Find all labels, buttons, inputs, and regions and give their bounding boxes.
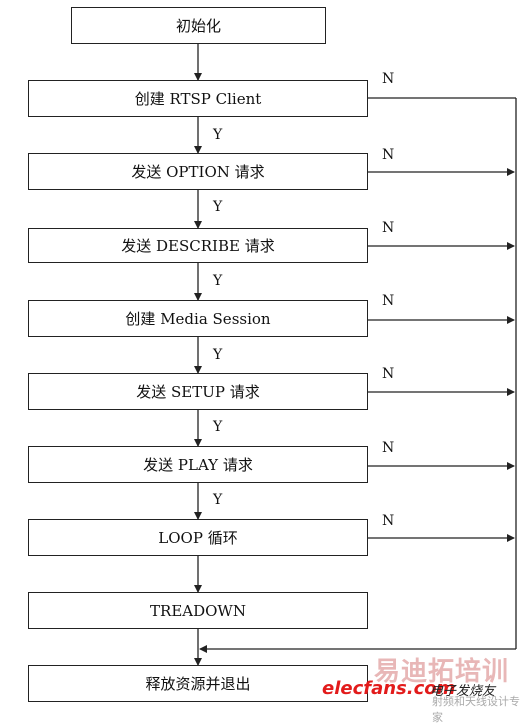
no-label-1: N	[382, 71, 395, 87]
yes-label-4: Y	[213, 347, 223, 363]
step-send-describe-label: 发送 DESCRIBE 请求	[121, 237, 275, 255]
step-send-play-label: 发送 PLAY 请求	[143, 456, 253, 474]
yes-label-6: Y	[213, 492, 223, 508]
yes-label-3: Y	[213, 273, 223, 289]
step-release-box: 释放资源并退出	[28, 665, 368, 702]
step-loop-box: LOOP 循环	[28, 519, 368, 556]
step-create-client-box: 创建 RTSP Client	[28, 80, 368, 117]
step-send-setup-label: 发送 SETUP 请求	[136, 383, 260, 401]
no-label-6: N	[382, 440, 395, 456]
no-label-3: N	[382, 220, 395, 236]
yes-label-5: Y	[213, 419, 223, 435]
step-create-client-label: 创建 RTSP Client	[134, 90, 262, 108]
step-create-session-box: 创建 Media Session	[28, 300, 368, 337]
yes-label-1: Y	[213, 127, 223, 143]
no-label-2: N	[382, 147, 395, 163]
step-init-box: 初始化	[71, 7, 326, 44]
watermark-site-cn: 电子发烧友	[430, 684, 496, 699]
step-init-label: 初始化	[175, 17, 221, 35]
step-loop-label: LOOP 循环	[158, 529, 238, 547]
no-label-7: N	[382, 513, 395, 529]
watermark-brand: 易迪拓培训	[374, 657, 510, 687]
step-create-session-label: 创建 Media Session	[125, 310, 271, 328]
step-teardown-box: TREADOWN	[28, 592, 368, 629]
no-label-4: N	[382, 293, 395, 309]
flow-connectors	[194, 44, 517, 666]
step-send-play-box: 发送 PLAY 请求	[28, 446, 368, 483]
step-release-label: 释放资源并退出	[145, 675, 251, 693]
step-send-setup-box: 发送 SETUP 请求	[28, 373, 368, 410]
step-send-option-box: 发送 OPTION 请求	[28, 153, 368, 190]
step-teardown-label: TREADOWN	[150, 601, 246, 620]
step-send-describe-box: 发送 DESCRIBE 请求	[28, 228, 368, 263]
no-label-5: N	[382, 366, 395, 382]
yes-label-2: Y	[213, 199, 223, 215]
watermark-site: elecfans.com	[322, 678, 456, 699]
step-send-option-label: 发送 OPTION 请求	[131, 163, 265, 181]
watermark-tagline: 射频和天线设计专家	[432, 695, 520, 724]
